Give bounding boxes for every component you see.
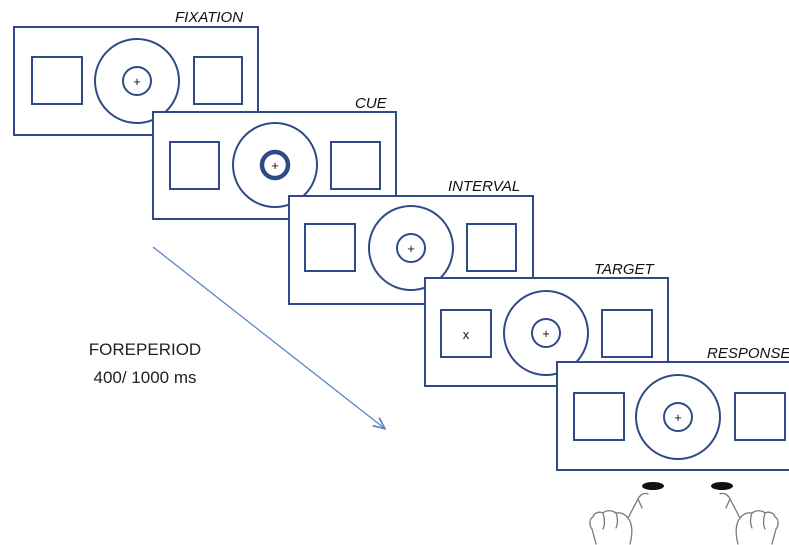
key-icon <box>711 482 733 490</box>
inner-circle <box>531 318 561 348</box>
foreperiod-duration: 400/ 1000 ms <box>93 368 196 387</box>
frame-label-fixation: FIXATION <box>175 9 243 26</box>
right-placeholder-box <box>193 56 243 105</box>
frame-cue: CUE + <box>152 95 397 220</box>
inner-circle <box>122 66 152 96</box>
fixation-cross: + <box>542 326 550 341</box>
right-placeholder-box <box>734 392 786 441</box>
foreperiod-title: FOREPERIOD <box>89 340 201 359</box>
frame-label-response: RESPONSE <box>707 345 789 362</box>
inner-circle <box>396 233 426 263</box>
pointing-hand-icon <box>719 492 779 545</box>
left-placeholder-box <box>169 141 220 190</box>
inner-circle <box>663 402 693 432</box>
left-placeholder-box <box>304 223 356 272</box>
left-placeholder-box <box>573 392 625 441</box>
right-placeholder-box <box>330 141 381 190</box>
pointing-hand-icon <box>589 492 649 545</box>
fixation-cross: + <box>407 241 415 256</box>
frame-label-cue: CUE <box>355 95 388 112</box>
fixation-cross: + <box>133 74 141 89</box>
right-placeholder-box <box>601 309 653 358</box>
frame-label-target: TARGET <box>594 261 656 278</box>
fixation-cross: + <box>271 158 279 173</box>
fixation-cross: + <box>674 410 682 425</box>
left-placeholder-box <box>440 309 492 358</box>
frame-target: TARGET x + <box>424 261 669 387</box>
foreperiod-arrow <box>152 246 384 428</box>
frame-label-interval: INTERVAL <box>448 178 520 195</box>
right-placeholder-box <box>466 223 517 272</box>
highlighted-inner-circle <box>259 149 291 181</box>
key-icon <box>642 482 664 490</box>
left-placeholder-box <box>31 56 83 105</box>
target-symbol: x <box>463 327 470 342</box>
frame-response: RESPONSE + <box>556 345 789 471</box>
